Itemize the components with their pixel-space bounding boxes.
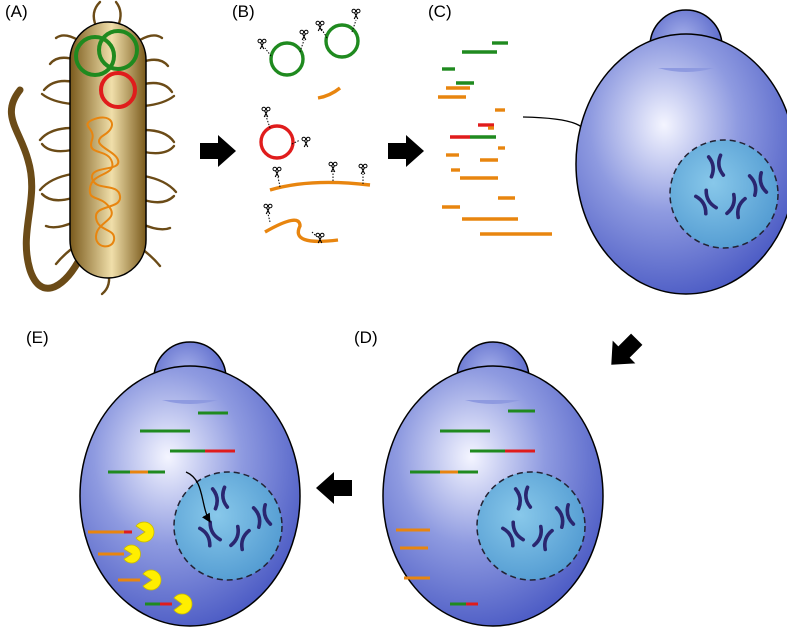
dna-fragment	[317, 86, 342, 100]
digestion-panel	[257, 8, 371, 244]
plasmid-green	[269, 41, 305, 77]
yeast-cell	[382, 341, 604, 627]
enzyme-icon	[135, 521, 155, 543]
panel-label-d: (D)	[354, 328, 378, 347]
panel-label-c: (C)	[428, 2, 452, 21]
assembled-fragments	[396, 409, 535, 606]
scissors-icon	[358, 163, 368, 175]
bacterial-chromosome	[86, 116, 121, 248]
nucleus	[173, 471, 283, 581]
scissors-icon	[351, 8, 361, 20]
scissors-icon	[315, 20, 325, 32]
plasmid-red	[259, 124, 295, 160]
enzyme-icon	[173, 593, 193, 615]
scissors-icon	[301, 136, 311, 148]
scissors-icon	[328, 161, 338, 173]
scissors-icon	[257, 38, 267, 50]
bacterium	[7, 0, 178, 296]
plasmid-green	[74, 35, 116, 77]
enzyme-icon	[123, 544, 141, 564]
dna-fragment	[269, 180, 371, 192]
dna-fragment	[264, 218, 339, 244]
panel-label-a: (A)	[5, 2, 28, 21]
plasmid-green	[324, 23, 360, 59]
exonuclease-enzymes	[123, 521, 193, 615]
panel-label-b: (B)	[232, 2, 255, 21]
block-arrow-icon	[611, 333, 643, 365]
scissors-icon	[299, 29, 309, 41]
fragment-library	[438, 41, 552, 236]
scissors-icon	[261, 106, 271, 118]
yeast-cell	[79, 341, 301, 627]
block-arrow-icon	[316, 472, 352, 504]
assembled-fragments	[88, 411, 235, 606]
enzyme-icon	[142, 569, 162, 591]
scissors-icon	[272, 166, 282, 178]
nucleus	[669, 139, 779, 249]
nucleus	[476, 471, 586, 581]
panel-label-e: (E)	[26, 328, 49, 347]
plasmid-red	[99, 71, 137, 109]
transfer-arrow	[185, 471, 211, 523]
yeast-cell	[575, 9, 787, 295]
flagellum	[7, 86, 82, 292]
block-arrow-icon	[200, 135, 236, 167]
scissors-icon	[263, 203, 273, 215]
plasmid-green	[97, 29, 139, 71]
block-arrow-icon	[388, 135, 424, 167]
